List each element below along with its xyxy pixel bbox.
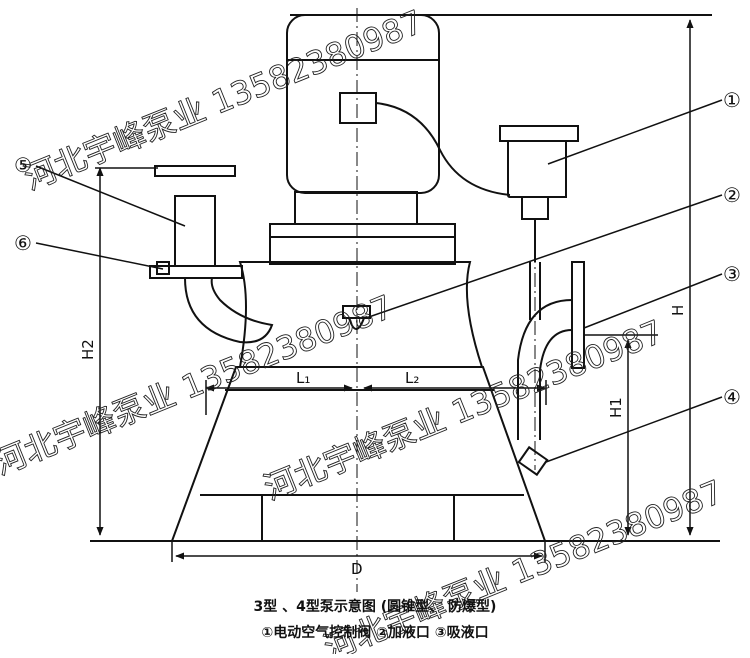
suction-elbow <box>517 299 573 440</box>
callout-6: ⑥ <box>14 231 32 255</box>
outlet-flange-top <box>154 165 236 177</box>
pump-body <box>238 261 483 368</box>
suction-valve <box>517 445 549 477</box>
dim-H1: H1 <box>607 397 625 418</box>
dim-L2: L₂ <box>405 369 419 387</box>
callout-3: ③ <box>723 262 741 286</box>
base-window <box>261 494 455 542</box>
watermark-1: 河北宇峰泵业 13582380987 <box>19 3 428 198</box>
callout-2: ② <box>723 183 741 207</box>
callout-4: ④ <box>723 385 741 409</box>
motor-junction-box <box>339 92 377 124</box>
suction-flange <box>571 261 585 369</box>
outlet-elbow <box>184 277 274 344</box>
callout-5: ⑤ <box>14 153 32 177</box>
caption-title: 3型 、4型泵示意图 (圆锥型、 防爆型) <box>253 599 497 615</box>
outlet-pipe <box>174 195 216 267</box>
dim-H2: H2 <box>79 339 97 360</box>
outlet-flange-bottom <box>149 265 243 279</box>
body-collar <box>294 191 418 225</box>
caption-legend: ①电动空气控制阀 ②加液口 ③吸液口 <box>261 625 489 641</box>
body-flange <box>269 223 456 265</box>
dim-D: D <box>351 560 363 578</box>
dim-L1: L₁ <box>296 369 310 387</box>
callout-1: ① <box>723 88 741 112</box>
air-control-valve <box>499 125 579 142</box>
dim-H: H <box>669 305 687 316</box>
